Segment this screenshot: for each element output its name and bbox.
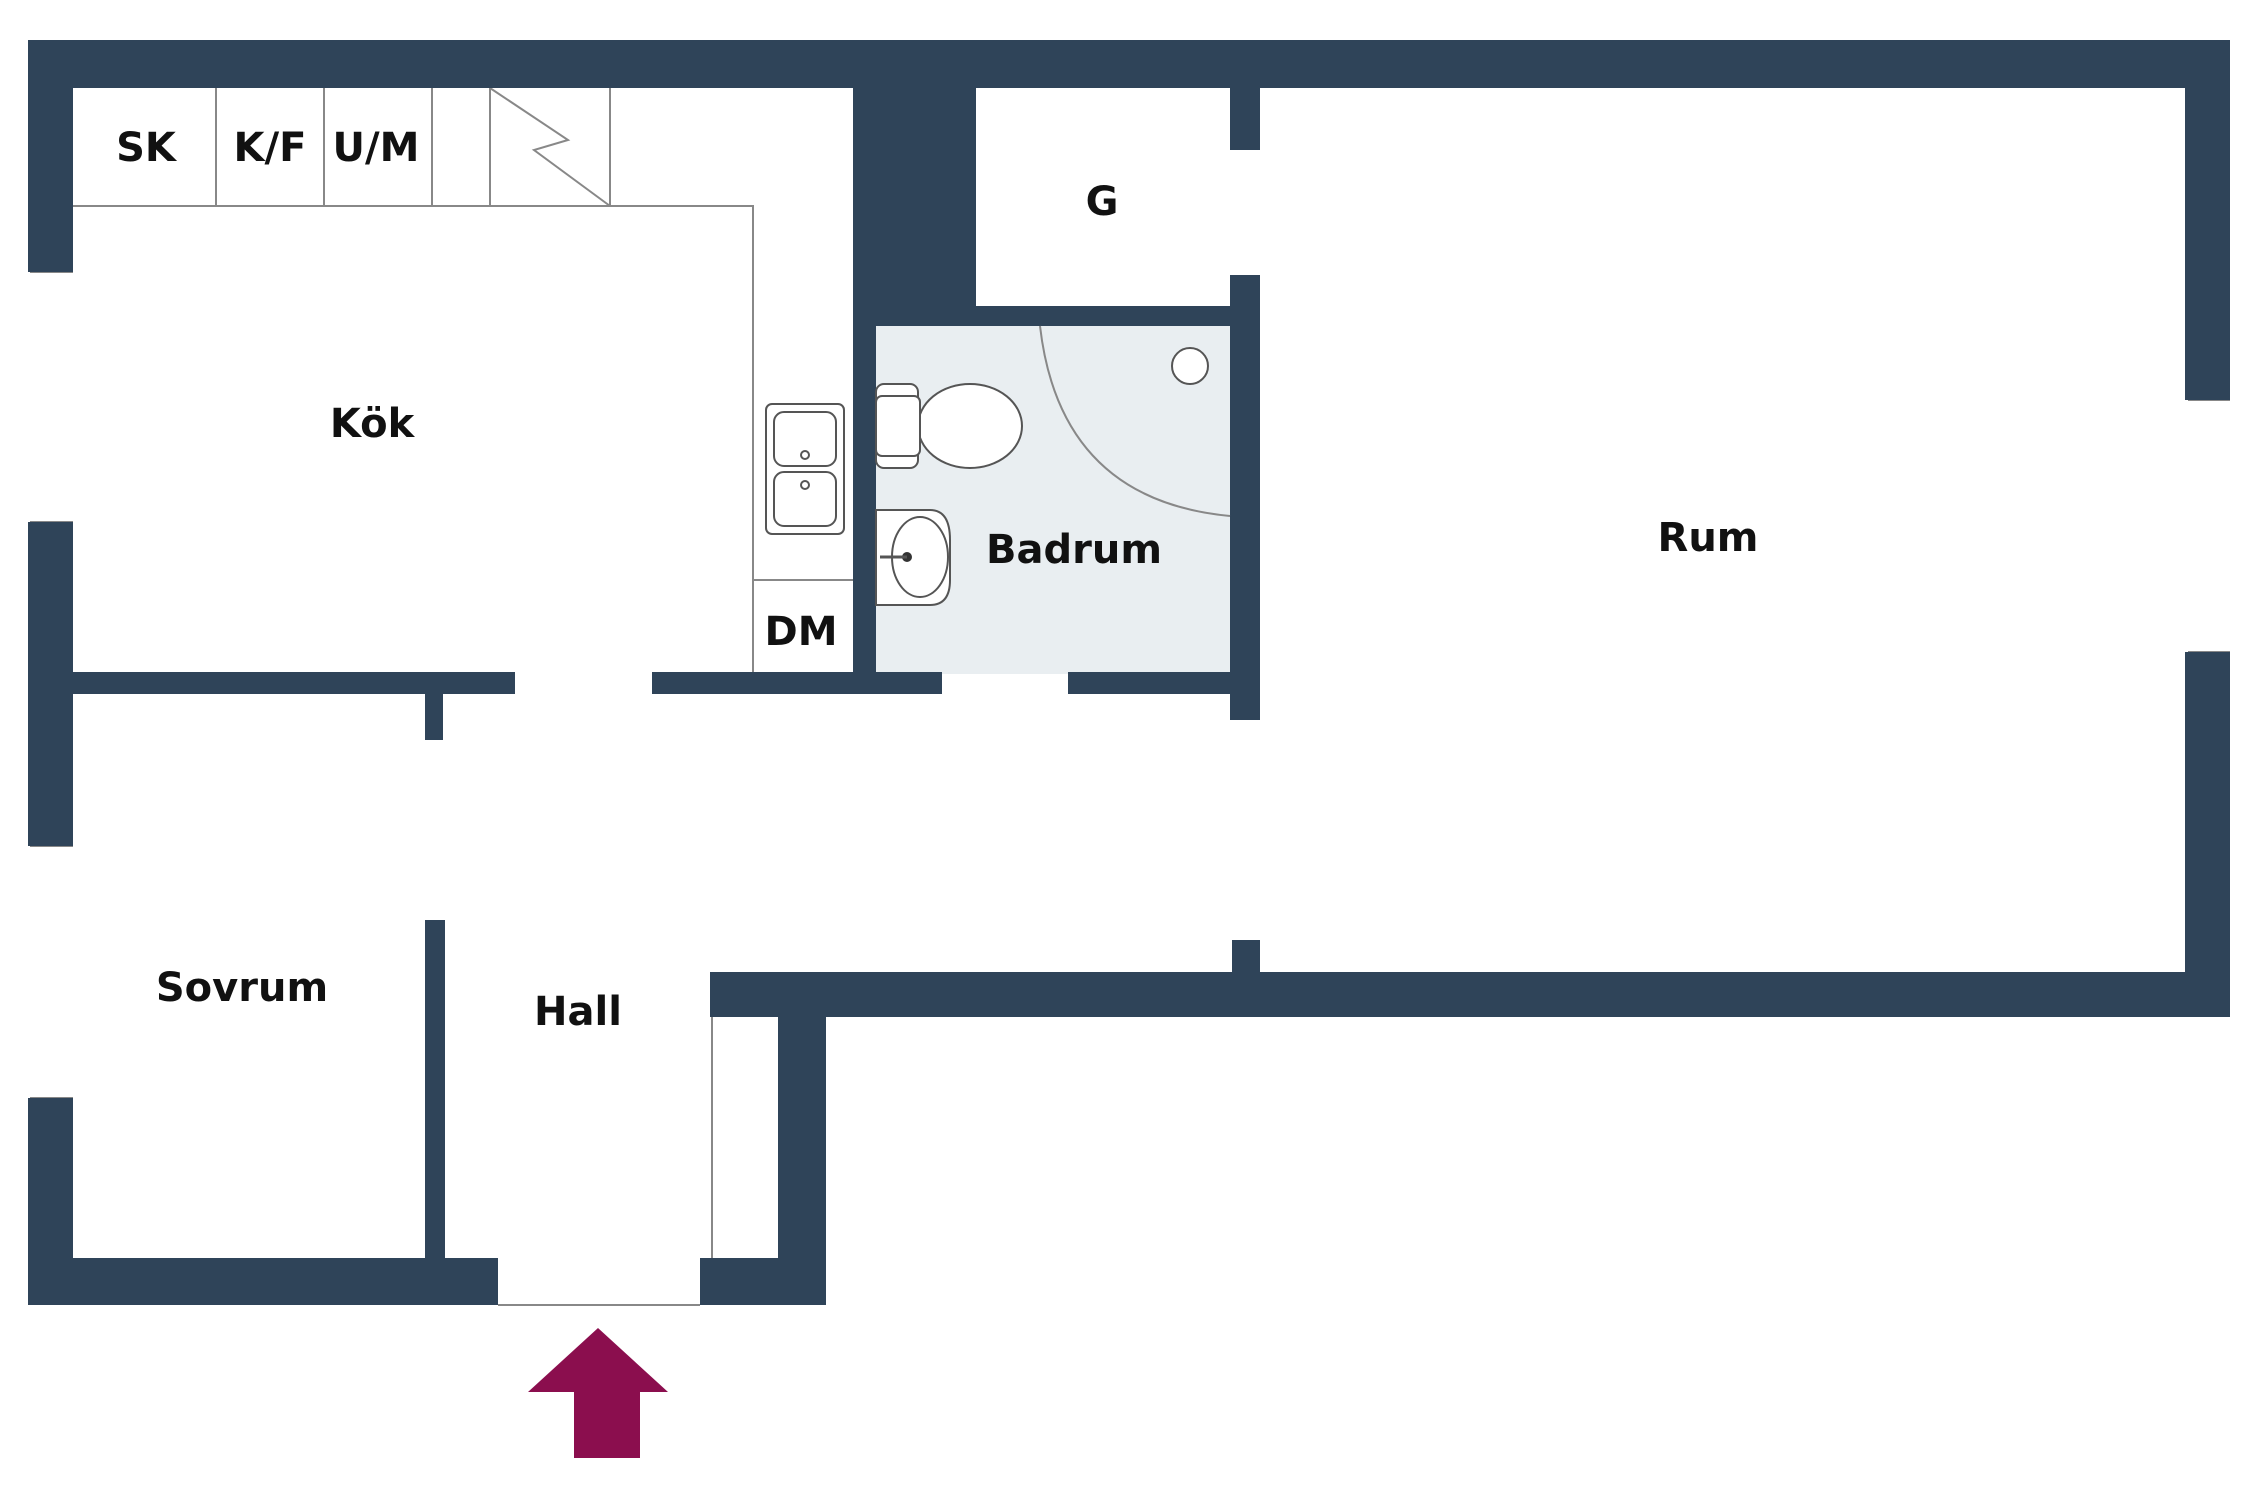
room-label-rum: Rum [1658, 515, 1759, 561]
room-label-sovrum: Sovrum [156, 965, 328, 1011]
walls [28, 40, 2230, 1305]
room-label-badrum: Badrum [986, 527, 1162, 573]
room-label-g: G [1086, 179, 1119, 225]
up-arrow-icon [528, 1328, 668, 1458]
room-label-dm: DM [764, 609, 837, 655]
stairs-icon [489, 87, 611, 207]
toilet-icon [875, 383, 1023, 469]
washbasin-icon [875, 509, 951, 606]
double-sink-icon [765, 403, 845, 535]
room-label-kok: Kök [330, 401, 416, 447]
cabinet-lines [30, 88, 2230, 1306]
room-label-kf: K/F [234, 125, 307, 171]
room-label-sk: SK [116, 125, 178, 171]
shower-icon [1039, 325, 1231, 517]
room-label-hall: Hall [534, 989, 622, 1035]
room-label-um: U/M [333, 125, 420, 171]
